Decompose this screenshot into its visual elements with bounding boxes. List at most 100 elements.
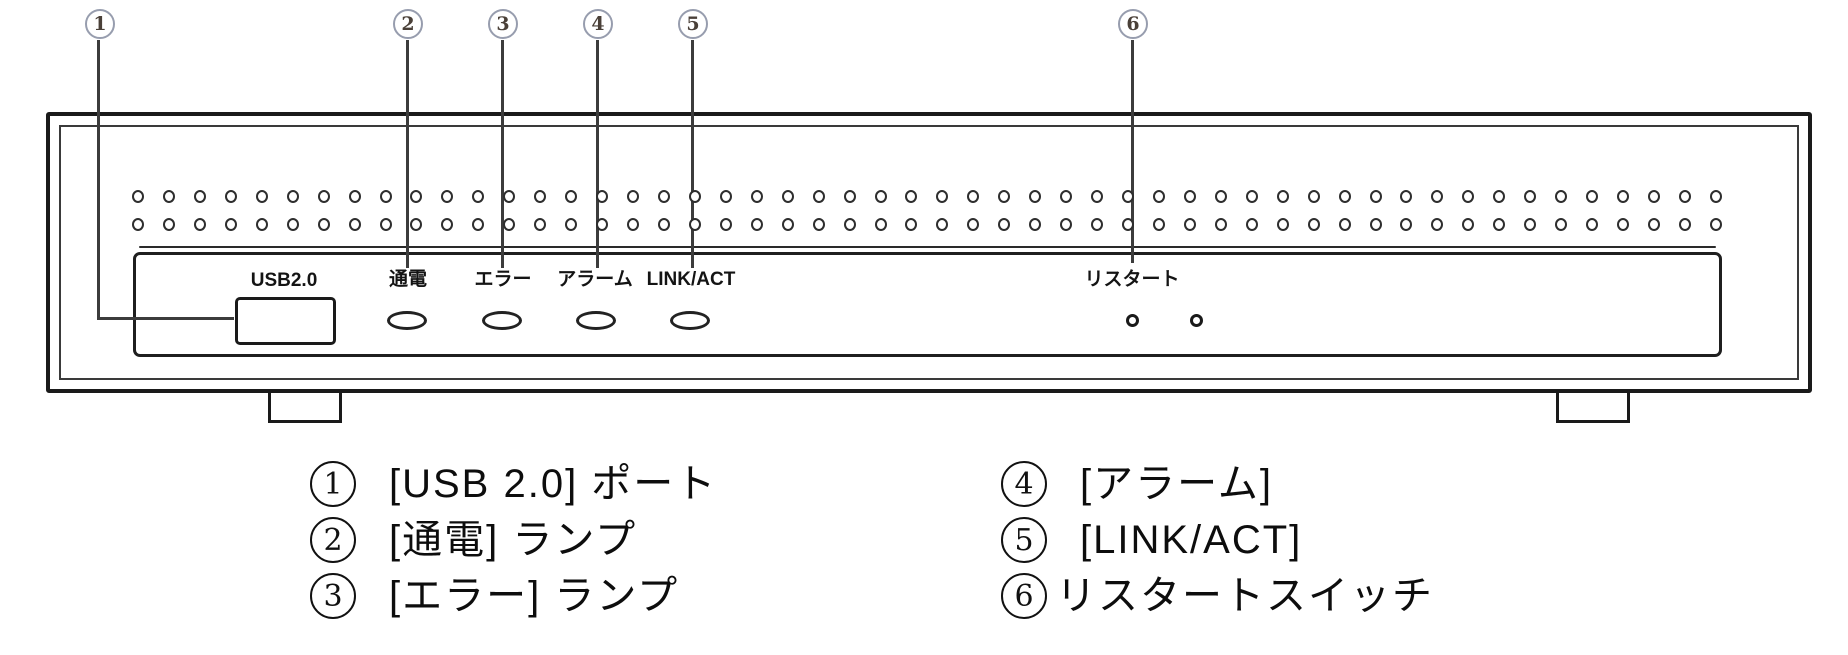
error-led bbox=[482, 311, 522, 330]
vent-hole bbox=[1493, 217, 1506, 231]
callout-2-number: 2 bbox=[401, 13, 415, 35]
vent-hole bbox=[843, 217, 856, 231]
vent-hole bbox=[410, 217, 423, 231]
vent-hole bbox=[441, 217, 454, 231]
vent-hole bbox=[1586, 217, 1599, 231]
vent-hole bbox=[348, 217, 361, 231]
linkact-lamp-label: LINK/ACT bbox=[646, 269, 736, 290]
vent-hole bbox=[1369, 189, 1382, 203]
vent-hole bbox=[255, 189, 268, 203]
vent-hole bbox=[1214, 217, 1227, 231]
vent-hole bbox=[1709, 217, 1722, 231]
vent-hole bbox=[565, 217, 578, 231]
legend-2-text: [通電] ランプ bbox=[389, 518, 638, 562]
vent-hole bbox=[379, 189, 392, 203]
legend-item-6: 6 リスタートスイッチ bbox=[1001, 568, 1434, 624]
error-lamp-label: エラー bbox=[474, 269, 532, 290]
vent-hole bbox=[472, 217, 485, 231]
vent-hole bbox=[162, 189, 175, 203]
vent-hole bbox=[1431, 189, 1444, 203]
vent-hole bbox=[1122, 217, 1134, 231]
vent-hole bbox=[1060, 217, 1073, 231]
alarm-lamp-label: アラーム bbox=[557, 269, 633, 290]
vent-hole bbox=[1462, 217, 1475, 231]
callout-5-marker: 5 bbox=[678, 9, 708, 39]
vent-hole bbox=[719, 189, 732, 203]
vent-hole bbox=[1678, 217, 1691, 231]
vent-hole bbox=[874, 217, 887, 231]
vent-hole bbox=[781, 189, 794, 203]
legend-item-5: 5 [LINK/ACT] bbox=[1001, 512, 1434, 568]
vent-hole bbox=[1091, 189, 1104, 203]
vent-hole bbox=[1029, 217, 1042, 231]
vent-hole bbox=[1586, 189, 1599, 203]
callout-4-marker: 4 bbox=[583, 9, 613, 39]
vent-hole bbox=[441, 189, 454, 203]
vent-hole bbox=[596, 189, 609, 203]
vent-hole bbox=[379, 217, 392, 231]
legend-5-number: 5 bbox=[1001, 517, 1047, 563]
callout-4-leader-line bbox=[596, 40, 599, 268]
vent-hole bbox=[998, 217, 1011, 231]
vent-hole bbox=[410, 189, 423, 203]
vent-hole bbox=[534, 189, 547, 203]
vent-hole bbox=[1555, 189, 1568, 203]
callout-1-leader-line-horizontal bbox=[97, 317, 234, 320]
vent-hole bbox=[781, 217, 794, 231]
callout-2-leader-line bbox=[406, 40, 409, 268]
vent-hole bbox=[1647, 217, 1660, 231]
vent-hole bbox=[1060, 189, 1073, 203]
legend-5-text: [LINK/ACT] bbox=[1080, 518, 1303, 562]
alarm-led bbox=[576, 311, 616, 330]
vent-hole bbox=[565, 189, 578, 203]
legend-4-text: [アラーム] bbox=[1080, 462, 1274, 506]
legend-6-text: リスタートスイッチ bbox=[1056, 574, 1434, 618]
vent-hole bbox=[936, 217, 949, 231]
vent-hole bbox=[1152, 189, 1165, 203]
usb-port bbox=[235, 297, 336, 345]
vent-hole bbox=[503, 189, 516, 203]
vent-hole bbox=[627, 189, 639, 203]
vent-hole bbox=[1617, 189, 1629, 203]
legend-6-number: 6 bbox=[1001, 573, 1047, 619]
legend-column-right: 4 [アラーム] 5 [LINK/ACT] 6 リスタートスイッチ bbox=[1001, 456, 1434, 624]
vent-hole bbox=[1307, 217, 1320, 231]
vent-hole bbox=[627, 217, 639, 231]
vent-hole bbox=[317, 189, 330, 203]
callout-6-marker: 6 bbox=[1118, 9, 1148, 39]
vent-hole bbox=[657, 189, 670, 203]
vent-hole bbox=[1122, 189, 1134, 203]
vent-hole-row-top bbox=[132, 189, 1722, 203]
legend-item-2: 2 [通電] ランプ bbox=[310, 512, 717, 568]
vent-hole bbox=[534, 217, 547, 231]
vent-hole bbox=[967, 217, 980, 231]
legend-1-text: [USB 2.0] ポート bbox=[389, 462, 718, 506]
callout-6-leader-line bbox=[1131, 40, 1134, 263]
vent-hole bbox=[162, 217, 175, 231]
legend-2-number: 2 bbox=[310, 517, 356, 563]
legend-1-number: 1 bbox=[310, 461, 356, 507]
vent-hole bbox=[1647, 189, 1660, 203]
legend-item-4: 4 [アラーム] bbox=[1001, 456, 1434, 512]
vent-hole bbox=[255, 217, 268, 231]
callout-3-leader-line bbox=[501, 40, 504, 268]
vent-hole bbox=[1524, 189, 1537, 203]
device-foot-right bbox=[1556, 389, 1630, 423]
restart-switch-pinhole-2 bbox=[1190, 314, 1203, 327]
vent-hole bbox=[1183, 217, 1196, 231]
vent-hole bbox=[1245, 217, 1258, 231]
callout-4-number: 4 bbox=[591, 13, 605, 35]
callout-6-number: 6 bbox=[1126, 13, 1140, 35]
vent-hole bbox=[1617, 217, 1629, 231]
vent-hole bbox=[1276, 217, 1289, 231]
vent-hole bbox=[688, 189, 701, 203]
vent-hole bbox=[936, 189, 949, 203]
vent-hole bbox=[193, 217, 206, 231]
vent-hole bbox=[905, 189, 918, 203]
callout-3-number: 3 bbox=[496, 13, 510, 35]
vent-hole bbox=[1214, 189, 1227, 203]
vent-hole bbox=[224, 189, 237, 203]
vent-hole bbox=[1400, 217, 1413, 231]
vent-hole bbox=[1307, 189, 1320, 203]
vent-hole bbox=[1400, 189, 1413, 203]
